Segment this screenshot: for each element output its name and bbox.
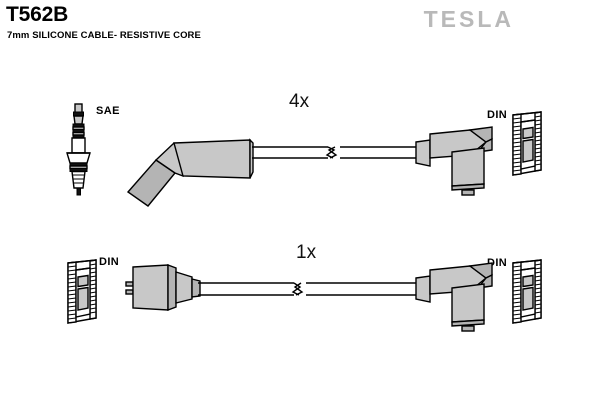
part-description: 7mm SILICONE CABLE- RESISTIVE CORE [7,30,201,41]
cable-break-symbol-set-4x [325,146,338,159]
cable-line-set-4x [252,146,418,159]
cable-assembly-set-4x [126,126,493,207]
spark-plug-icon [66,103,91,196]
din-terminal-socket-icon-set-1x-left [67,259,97,324]
page-title: T562B [6,3,69,26]
din-terminal-socket-icon-set-1x-right [512,259,542,324]
din-label-set-1x-left: DIN [99,256,120,268]
din-label-set-1x-right: DIN [487,257,508,269]
angled-spark-plug-boot-set-4x [126,138,254,207]
cable-line-set-1x [198,282,418,296]
din-label-set-4x-right: DIN [487,109,508,121]
din-terminal-socket-icon-set-4x [512,111,542,176]
straight-coil-boot-set-1x [125,263,201,312]
quantity-label-set-4x: 4x [289,91,310,112]
sae-label: SAE [96,105,120,117]
cable-break-symbol-set-1x [291,282,304,296]
right-angle-coil-boot-set-4x [415,126,493,196]
right-angle-coil-boot-set-1x [415,262,493,332]
quantity-label-set-1x: 1x [296,242,317,263]
brand-logo: TESLA [423,6,514,32]
cable-assembly-set-1x [125,262,493,332]
